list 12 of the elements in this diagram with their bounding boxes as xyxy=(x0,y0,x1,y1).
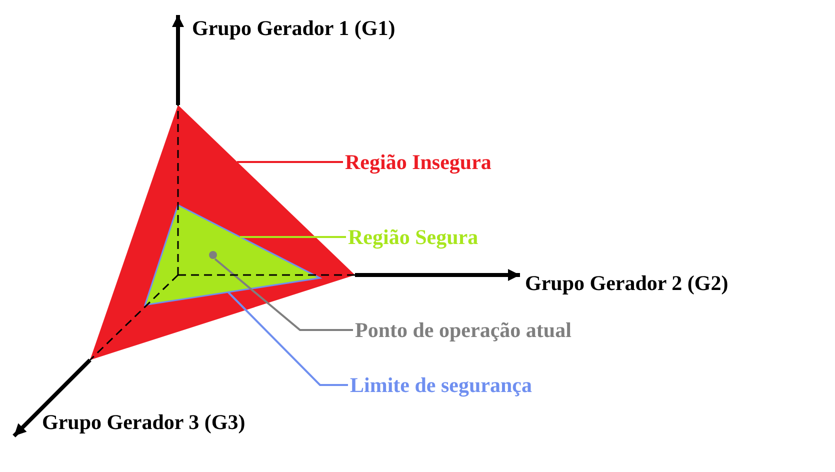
leader-line xyxy=(240,236,346,238)
axis-label: Grupo Gerador 3 (G3) xyxy=(42,409,246,436)
region-label: Região Segura xyxy=(348,224,478,250)
limit-label: Limite de segurança xyxy=(350,372,532,398)
leader-line xyxy=(227,291,348,386)
region-label: Região Insegura xyxy=(345,149,492,175)
axis-label: Grupo Gerador 1 (G1) xyxy=(192,15,396,42)
operating-point-dot xyxy=(209,251,217,259)
leader-line xyxy=(214,258,353,331)
point-label: Ponto de operação atual xyxy=(355,317,572,343)
leader-line xyxy=(237,161,343,163)
axis-label: Grupo Gerador 2 (G2) xyxy=(525,270,730,297)
